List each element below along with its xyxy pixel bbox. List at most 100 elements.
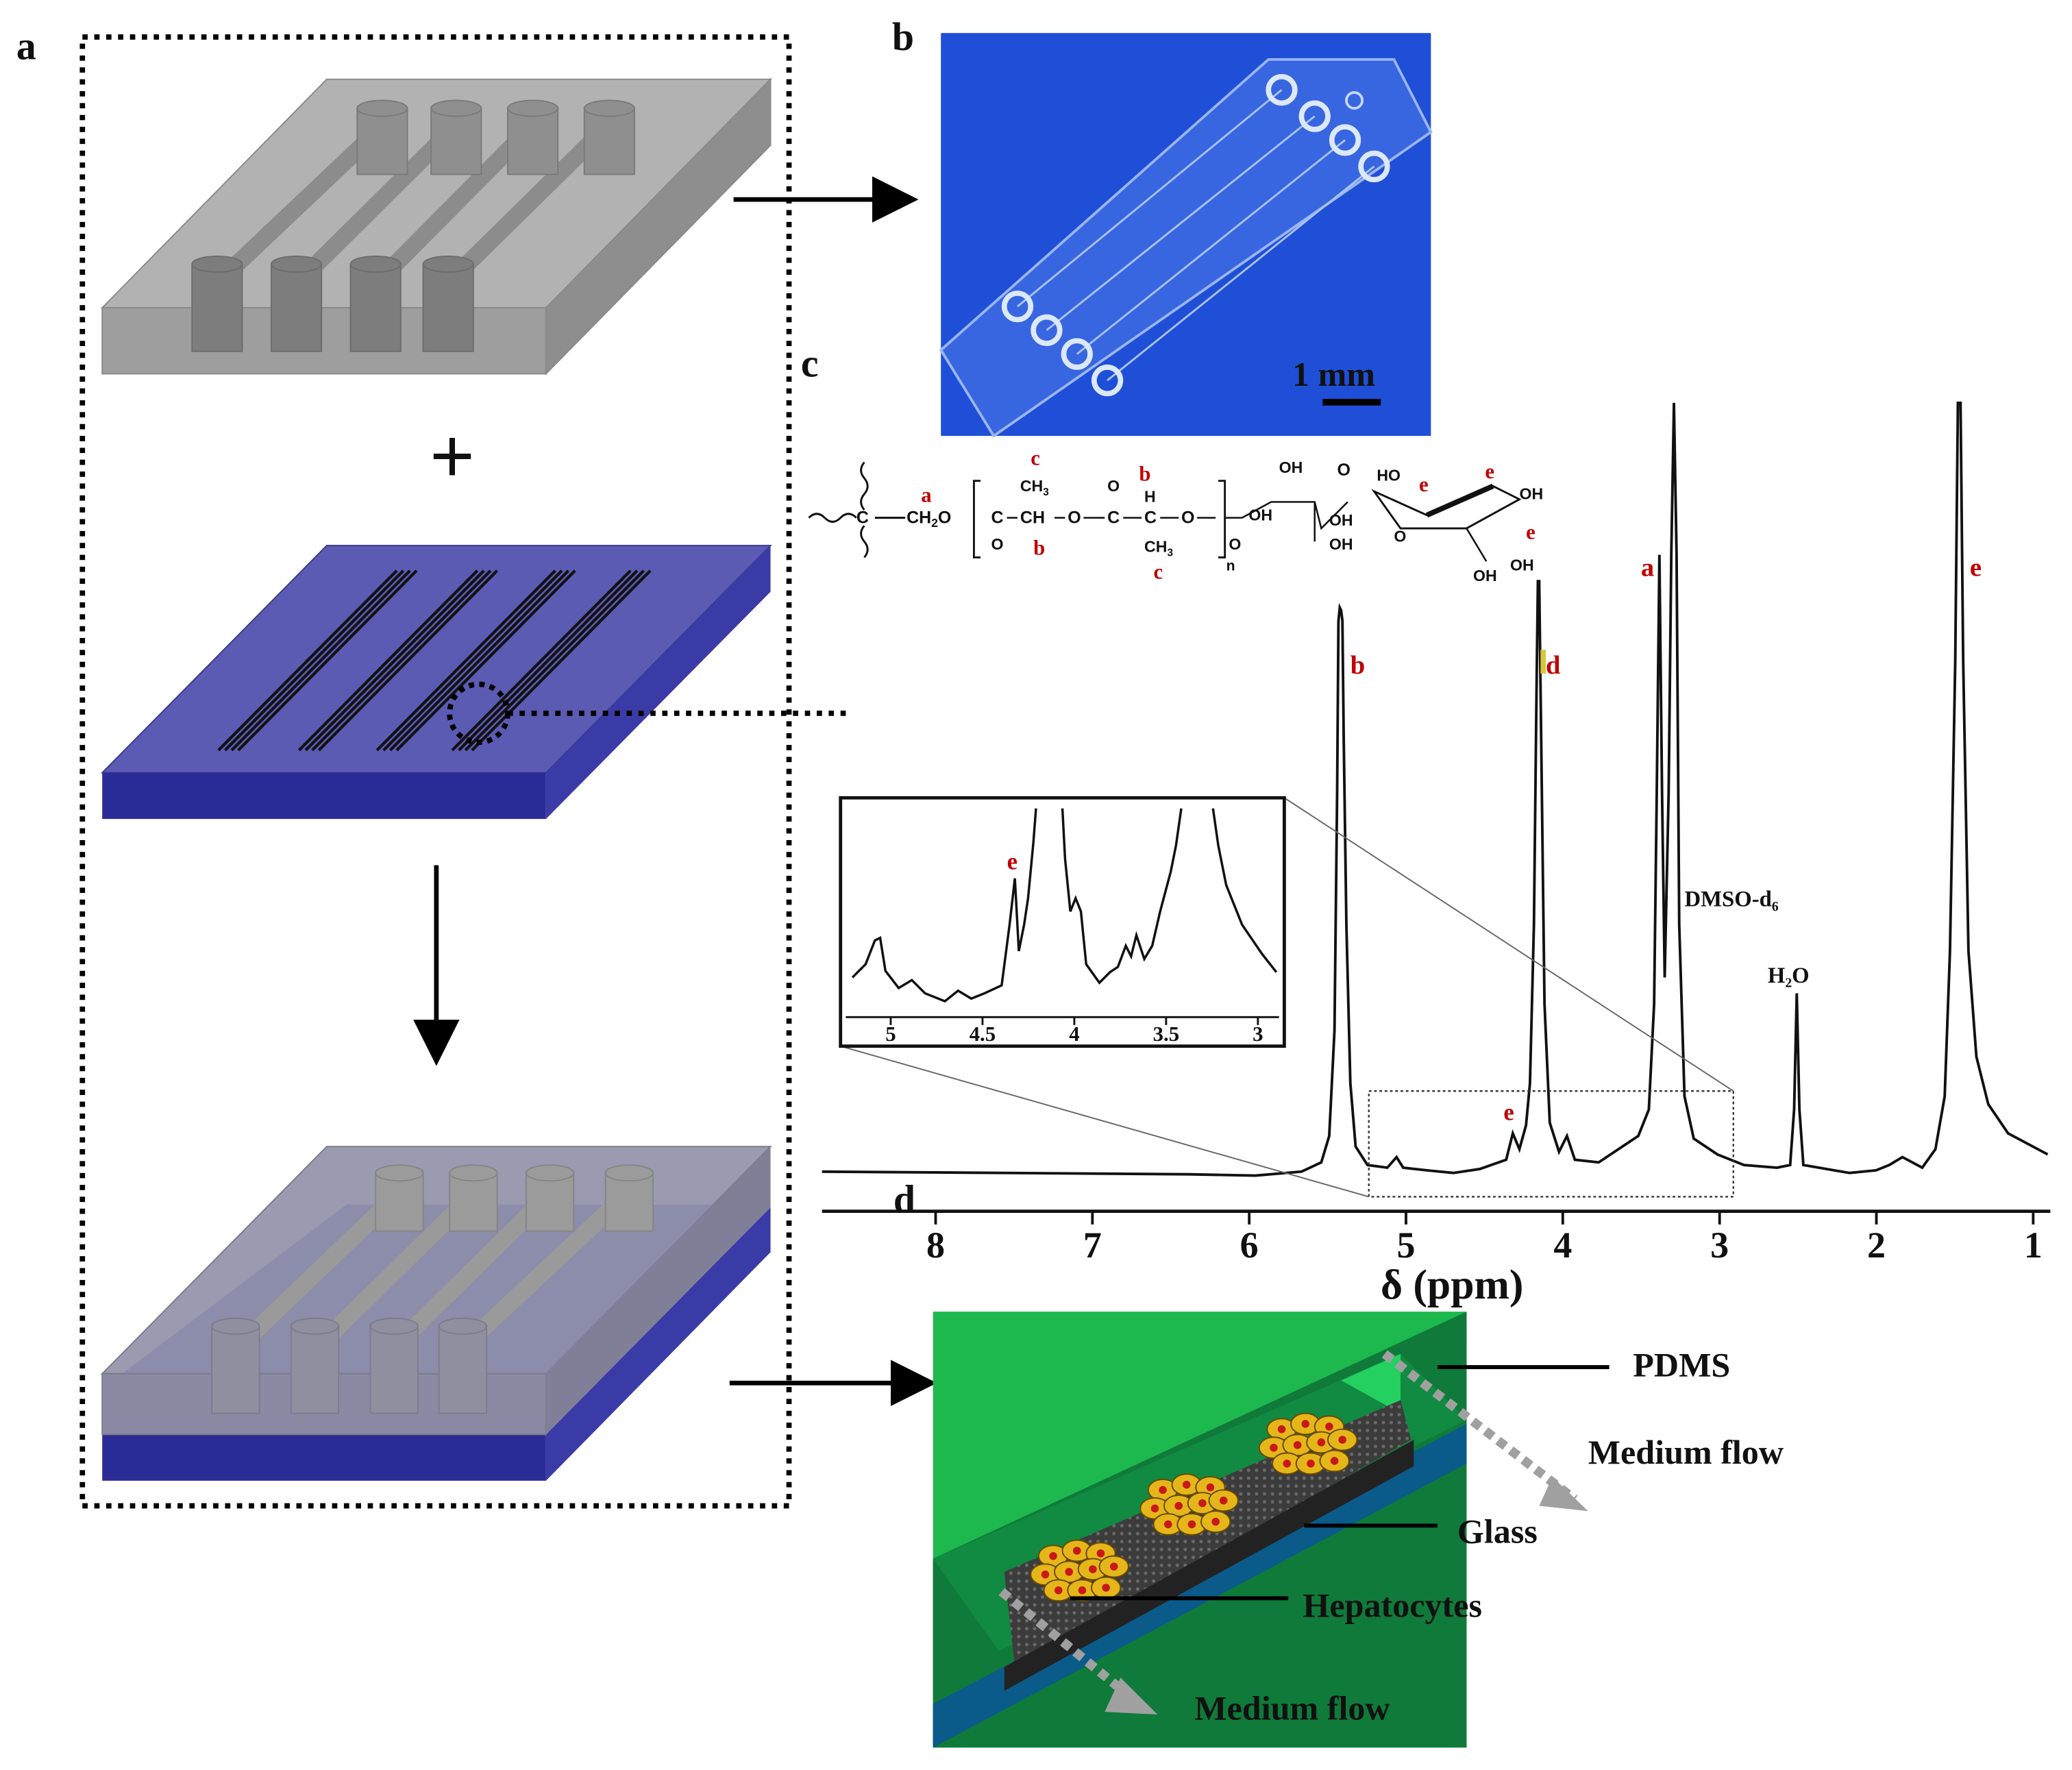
inset-zoom-box [1368,1090,1734,1198]
inset-connector-bottom [840,1045,1370,1198]
hepatocyte-nucleus [1096,1549,1105,1558]
hepatocyte-nucleus [1301,1420,1310,1428]
chem-o-eq1: O [991,535,1003,553]
chem-oh6: OH [1473,567,1497,585]
inset-tick-label: 4 [1069,1022,1079,1046]
hepatocyte-nucleus [1049,1551,1057,1560]
peak-label-e-main: e [1970,553,1982,582]
x-axis-label: δ (ppm) [1381,1262,1523,1308]
hepatocyte-nucleus [1270,1443,1278,1452]
label-pdms: PDMS [1633,1346,1730,1384]
chem-h: H [1144,487,1156,505]
chem-o-eq2: O [1107,477,1120,495]
chem-o-eq3: O [1229,535,1241,553]
chem-oh5: OH [1520,485,1544,503]
hepatocyte-nucleus [1198,1499,1207,1508]
chem-oh1: OH [1279,458,1303,476]
chemical-structure: C CH2O C CH O C C O H O O CH3 CH3 n O OH… [808,447,1544,585]
hepatocyte-clusters [1030,1412,1358,1602]
x-tick-label: 2 [1867,1225,1886,1266]
inset-tick-label: 4.5 [970,1022,996,1046]
inset-tick-label: 3.5 [1153,1022,1180,1046]
glass-slide [100,545,772,820]
chem-ch3-bot: CH3 [1144,538,1173,559]
chem-label-b1: b [1033,537,1045,560]
hepatocyte-nucleus [1150,1504,1159,1513]
chem-n: n [1226,558,1235,574]
hepatocyte-nucleus [1089,1565,1097,1573]
chem-ho: HO [1377,467,1401,484]
chem-c-quat: C [856,508,869,527]
chem-label-e1: e [1419,473,1429,496]
chem-ch2o: CH2O [907,508,951,530]
hepatocyte-nucleus [1065,1568,1073,1576]
hepatocyte-nucleus [1174,1501,1183,1510]
scale-bar [1322,399,1381,406]
chem-o-ring: O [1394,527,1406,545]
panel-a-border [79,34,792,1509]
hepatocyte-nucleus [1330,1457,1339,1465]
inset-connector-top [1283,797,1734,1092]
inset-x-ticks: 5 4.5 4 3.5 3 [885,1017,1263,1046]
chem-label-c1: c [1031,447,1040,470]
inset-spectrum [851,808,1278,1003]
inset-tick-label: 3 [1253,1022,1263,1046]
peak-label-dmso: DMSO-d₆ [1684,887,1778,911]
flow-arrow-bottom [998,1588,1142,1708]
x-tick-label: 6 [1240,1225,1259,1266]
hepatocyte-nucleus [1307,1460,1315,1468]
hepatocyte-nucleus [1163,1520,1172,1529]
flow-arrow-top [1381,1350,1578,1503]
panel-label-c: c [801,341,819,385]
x-tick-label: 7 [1083,1225,1102,1266]
peak-label-d: d [1546,651,1560,680]
hepatocyte-nucleus [1206,1483,1215,1492]
hepatocyte-nucleus [1293,1441,1302,1449]
panel-label-a: a [16,24,36,69]
hepatocyte-nucleus [1219,1496,1228,1505]
chem-o-link: O [1337,460,1350,480]
chem-label-b2: b [1139,463,1150,486]
hepatocyte-nucleus [1159,1486,1167,1495]
chem-label-a: a [921,483,931,506]
chem-oh7: OH [1510,556,1534,574]
x-tick-label: 1 [2024,1225,2043,1266]
scale-bar-label: 1 mm [1292,355,1375,393]
label-hepatocytes: Hepatocytes [1303,1586,1482,1624]
hepatocyte-nucleus [1283,1460,1292,1468]
x-tick-label: 3 [1710,1225,1729,1266]
spectrum-line [822,401,2049,1177]
peak-label-e-small: e [1503,1099,1514,1126]
chem-label-e3: e [1526,520,1536,543]
x-tick-label: 8 [926,1225,945,1266]
inset-peak-label-e: e [1007,848,1018,874]
nmr-inset: 5 4.5 4 3.5 3 e [839,796,1286,1048]
label-medium-flow-top: Medium flow [1588,1433,1784,1471]
chem-c2: C [1107,508,1120,527]
pdms-block-top [100,77,772,376]
hepatocyte-nucleus [1277,1425,1286,1434]
panel-label-d: d [893,1177,915,1222]
panel-label-b: b [892,14,914,59]
chem-o1: O [1068,508,1081,527]
hepatocyte-nucleus [1041,1570,1050,1579]
chem-label-c2: c [1154,560,1163,583]
peak-label-a: a [1641,553,1654,582]
label-medium-flow-bottom: Medium flow [1194,1689,1390,1728]
peak-label-h2o: H₂O [1768,963,1810,988]
inset-tick-label: 5 [885,1022,896,1046]
plus-sign: + [430,413,474,499]
hepatocyte-nucleus [1187,1520,1196,1529]
peak-label-b: b [1350,651,1365,680]
chem-label-e2: e [1485,460,1494,483]
chem-ch: CH [1020,508,1045,527]
hepatocyte-nucleus [1102,1584,1110,1592]
chem-oh2: OH [1248,506,1272,524]
hepatocyte-nucleus [1078,1586,1087,1595]
bonded-device [100,1146,772,1481]
hepatocyte-nucleus [1211,1517,1220,1526]
x-tick-label: 4 [1553,1225,1572,1266]
nmr-spectrum: 8 7 6 5 4 3 2 1 δ (ppm) b d a DMSO-d₆ H₂O e e [822,401,2051,1308]
